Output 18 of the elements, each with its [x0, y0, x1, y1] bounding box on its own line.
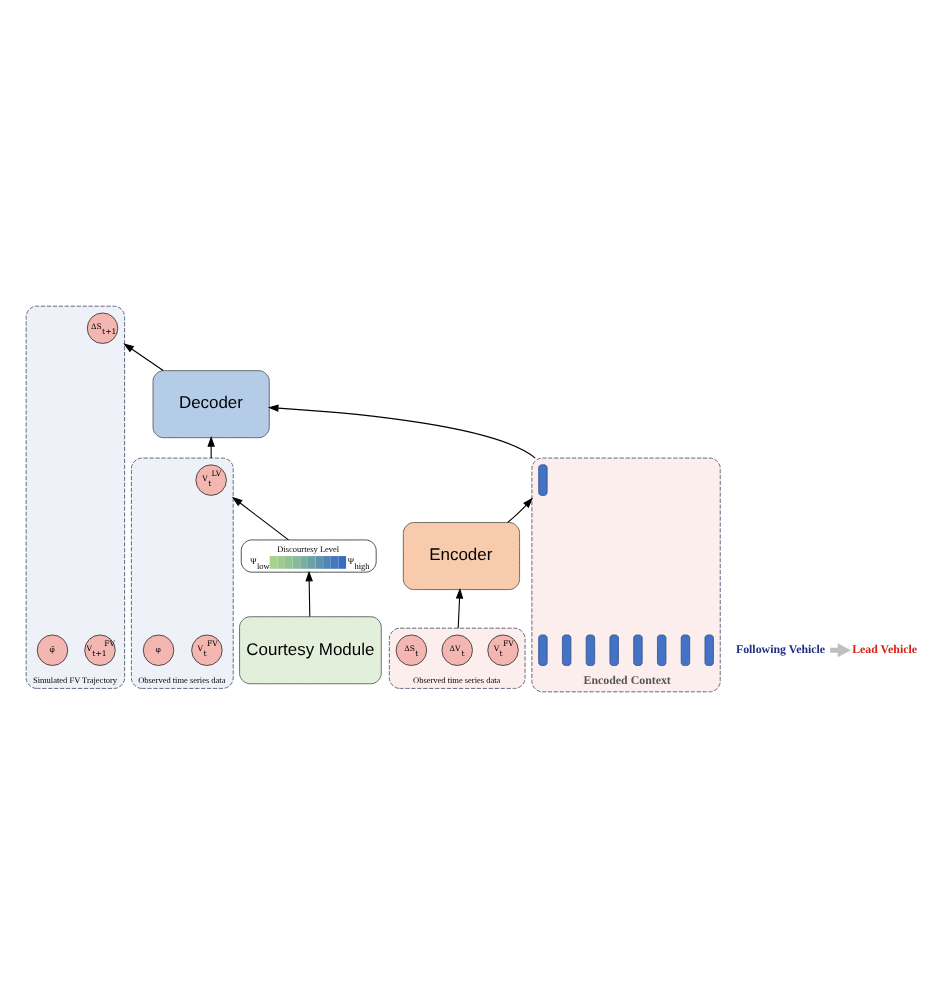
- node-bar: [609, 633, 619, 665]
- node-bar: [538, 463, 548, 495]
- arrow: [267, 403, 536, 458]
- node-box: Decoder: [152, 369, 270, 438]
- arrow: [305, 569, 313, 617]
- node-bar: [657, 633, 667, 665]
- node-bar: [704, 633, 714, 665]
- arrow: [507, 496, 533, 522]
- arrow: [231, 495, 290, 540]
- arrow: [123, 342, 164, 371]
- arrow: [455, 586, 464, 628]
- node-bar: [585, 633, 596, 665]
- node-box: Courtesy Module: [239, 615, 382, 684]
- node-bar: [538, 633, 548, 665]
- node-bar: [633, 633, 643, 665]
- node-bar: [562, 633, 572, 665]
- node-bar: [680, 633, 691, 665]
- node-box: Encoder: [402, 521, 520, 589]
